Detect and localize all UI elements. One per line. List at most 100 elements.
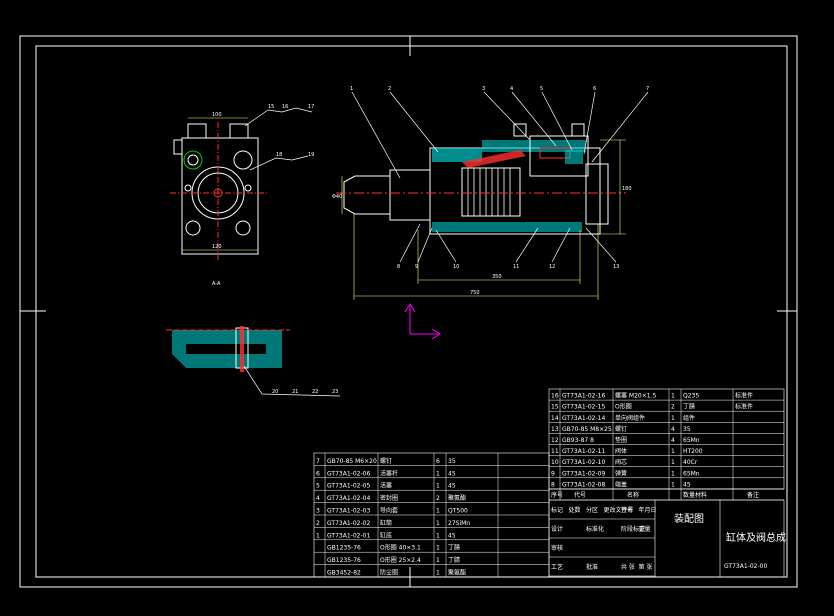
table-cell: GT73A1-02-15 [562,404,605,411]
table-cell: 丁腈 [683,403,695,411]
table-cell: 1 [436,545,440,552]
table-cell: 35 [683,426,691,433]
sign-cell: 共 张 [621,563,635,571]
table-cell: 活塞 [380,482,392,490]
table-cell: GT73A1-02-04 [327,495,370,502]
callout-number: 2 [388,86,391,92]
table-cell: 4 [671,437,675,444]
outer-frame [19,35,798,588]
table-cell: 2 [436,495,440,502]
table-cell: HT200 [683,448,703,455]
table-cell: 垫圈 [615,436,627,444]
table-cell: GT73A1-02-09 [562,470,605,477]
dim-width-bottom: 120 [212,244,222,250]
table-cell: 6 [436,458,440,465]
table-cell: GT73A1-02-16 [562,393,605,400]
table-cell: 65Mn [683,437,700,444]
table-cell: 4 [316,495,320,502]
callout-number: 21 [292,389,298,395]
callout-number: 9 [415,264,418,270]
callout-number: 3 [482,86,485,92]
table-cell: 缸底 [380,531,392,539]
table-cell: 45 [448,470,456,477]
table-cell: GB93-87 8 [562,437,594,444]
drawing-title: 缸体及阀总成 [726,531,786,544]
table-cell: 1 [436,520,440,527]
table-cell: 4 [671,426,675,433]
callout-number: 15 [268,104,274,110]
leaders-detail [243,365,341,397]
inner-frame [35,45,788,578]
table-cell: GT73A1-02-10 [562,459,605,466]
dim-height: 180 [622,186,632,192]
table-cell: 12 [551,437,559,444]
sign-cell: 重量 [639,525,651,533]
sign-cell: 标记 [551,506,563,514]
table-cell: 14 [551,415,559,422]
table-cell: 8 [551,481,555,488]
table-cell: 1 [671,448,675,455]
table-cell: 单向阀组件 [615,414,645,422]
dim-overall-length: 750 [470,290,480,296]
sign-cell: 处数 [569,506,581,514]
leaders-main-top [351,91,649,179]
table-cell: O形圈 25×2.4 [380,556,421,564]
parts-list-header: 序号代号名称数量材料备注 [548,489,759,500]
sign-cell: 设计 [551,525,563,533]
table-cell: 9 [551,470,555,477]
table-cell: GT73A1-02-05 [327,483,370,490]
callout-number: 16 [282,104,288,110]
ucs-icon [404,303,441,340]
cylinder-main-view [336,123,626,235]
table-cell: GB1235-76 [327,545,361,552]
header-cell: 备注 [747,491,759,499]
callout-number: 13 [613,264,619,270]
table-cell: 1 [671,481,675,488]
dimension-lines [341,139,626,300]
callout-number: 1 [350,86,353,92]
table-cell: GT73A1-02-14 [562,415,605,422]
callout-number: 7 [646,86,649,92]
sign-cell: 第 张 [639,563,653,571]
table-cell: 1 [671,415,675,422]
table-cell: 螺塞 M20×1.5 [615,392,656,400]
table-cell: 3 [316,508,320,515]
table-cell: GB3452-82 [327,570,361,577]
table-cell: GT73A1-02-01 [327,532,370,539]
sign-cell: 阶段标记 [621,525,645,533]
table-cell: 丁腈 [448,556,460,564]
sign-cell: 工艺 [551,563,563,571]
signature-block: 标记处数分区更改文件号签名年月日设计标准化阶段标记重量审核工艺批准共 张第 张 [549,506,657,577]
table-cell: 聚氨酯 [448,494,466,502]
callout-number: 19 [308,152,314,158]
table-cell: 2 [671,404,675,411]
assembly-label: 装配图 [674,512,704,525]
table-cell: 阀芯 [615,458,627,466]
table-cell: 5 [316,483,320,490]
table-cell: 15 [551,404,559,411]
table-cell: 标准件 [735,403,753,411]
table-cell: 1 [436,470,440,477]
table-cell: 防尘圈 [380,569,398,577]
table-cell: 导向套 [380,507,398,515]
table-cell: 16 [551,393,559,400]
section-label: A-A [212,281,221,287]
sign-cell: 批准 [586,563,598,571]
callout-number: 5 [540,86,543,92]
header-cell: 序号 [551,491,563,499]
callout-number: 23 [332,389,338,395]
table-cell: 1 [436,570,440,577]
table-cell: GT73A1-02-02 [327,520,370,527]
table-cell: 组件 [683,414,695,422]
table-cell: 螺钉 [615,425,627,433]
table-cell: 45 [683,481,691,488]
dim-stroke: 350 [492,274,502,280]
leaders-main-bottom [399,223,617,263]
callout-number: 18 [276,152,282,158]
table-cell: 7 [316,458,320,465]
table-cell: 11 [551,448,559,455]
table-cell: 阀体 [615,447,627,455]
